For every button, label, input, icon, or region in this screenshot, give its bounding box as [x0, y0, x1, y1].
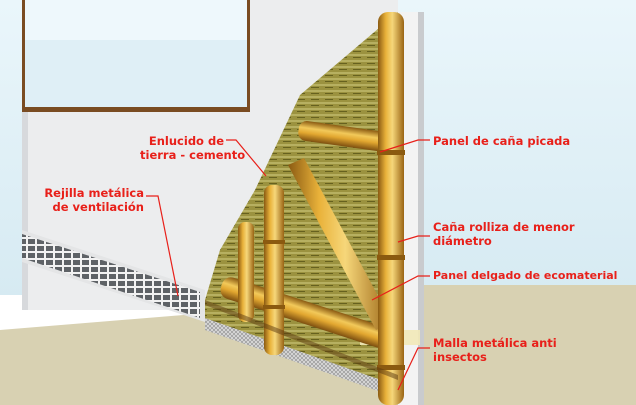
label-line: Panel delgado de ecomaterial	[433, 269, 618, 282]
label-enlucido: Enlucido de tierra - cemento	[140, 134, 246, 162]
label-line: de ventilación	[52, 200, 144, 214]
leader-malla	[397, 347, 430, 391]
insect-mesh	[205, 318, 398, 398]
label-malla: Malla metálica anti insectos	[433, 336, 557, 364]
label-line: Caña rolliza de menor	[433, 220, 575, 234]
leader-rejilla	[146, 195, 179, 297]
bamboo-node	[377, 150, 405, 155]
label-line: insectos	[433, 350, 487, 364]
ventilation-grille	[22, 234, 200, 318]
bamboo-main-post	[378, 12, 404, 405]
label-cana-rolliza: Caña rolliza de menor diámetro	[433, 220, 575, 248]
leader-panel-cana	[379, 139, 430, 153]
bamboo-post-left	[264, 185, 284, 355]
leader-enlucido	[226, 139, 267, 177]
label-line: Malla metálica anti	[433, 336, 557, 350]
label-rejilla: Rejilla metálica de ventilación	[24, 186, 144, 214]
label-line: tierra - cemento	[140, 148, 246, 162]
bamboo-bottom-rail	[220, 277, 390, 348]
label-panel-delgado: Panel delgado de ecomaterial	[433, 269, 617, 283]
leader-cana-rolliza	[397, 235, 430, 243]
label-line: Panel de caña picada	[433, 134, 571, 148]
label-line: Rejilla metálica	[44, 186, 144, 200]
bamboo-diagonal	[288, 158, 392, 330]
label-line: Enlucido de	[148, 134, 224, 148]
ground-plane	[410, 285, 636, 405]
label-panel-cana: Panel de caña picada	[433, 134, 570, 148]
label-line: diámetro	[433, 234, 492, 248]
leader-panel-delgado	[371, 275, 430, 301]
bamboo-top-rail	[298, 121, 397, 153]
